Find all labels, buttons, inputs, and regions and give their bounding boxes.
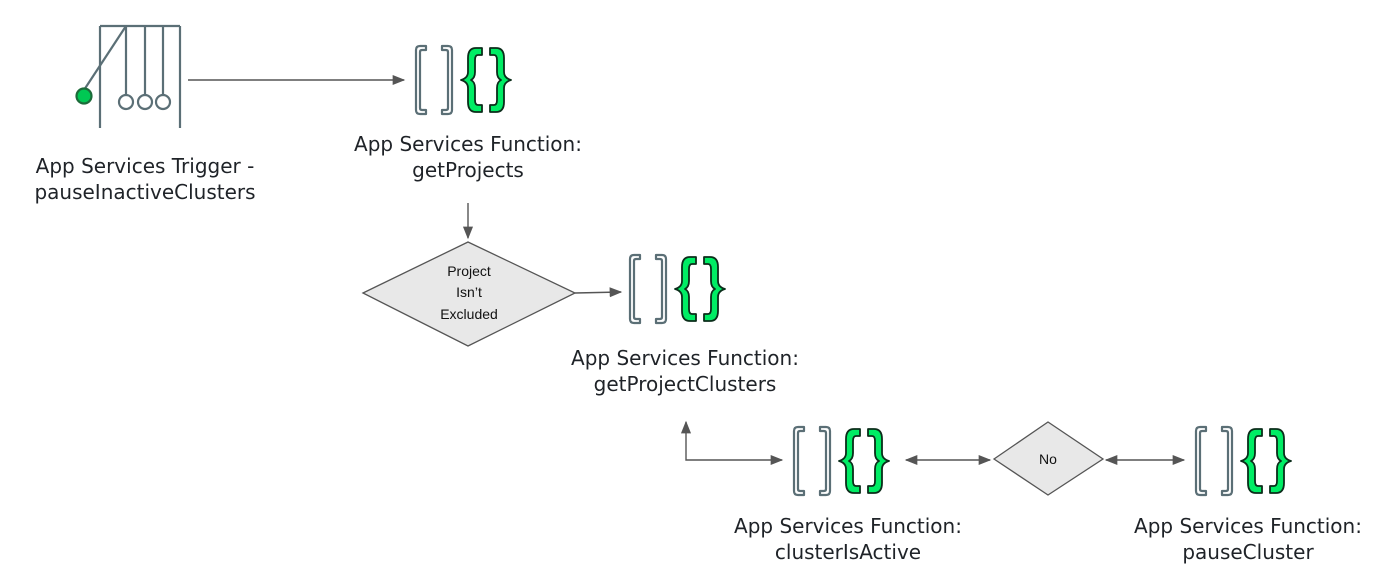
label-line: App Services Trigger - [35,154,255,178]
decision-label: Excluded [440,306,498,322]
function-braces-icon [792,425,891,497]
label-line: App Services Function: [354,132,582,156]
label-line: getProjectClusters [593,372,777,396]
label-line: getProjects [412,158,524,182]
function-braces-icon [414,44,513,116]
function-label-getprojects: App Services Function: getProjects [338,131,598,183]
function-label-getprojectclusters: App Services Function: getProjectCluster… [555,345,815,397]
newtons-cradle-icon [75,24,182,128]
label-line: App Services Function: [1134,514,1362,538]
decision-label: No [1039,451,1057,467]
label-line: pauseInactiveClusters [34,180,256,204]
function-label-pausecluster: App Services Function: pauseCluster [1118,513,1378,565]
function-braces-icon [1194,425,1293,497]
label-line: clusterIsActive [774,540,922,564]
label-line: pauseCluster [1182,540,1314,564]
connector-arrow [574,287,623,298]
decision-diamond-no [992,421,1105,496]
decision-label: Project [447,263,491,279]
function-braces-icon [628,253,727,325]
label-line: App Services Function: [734,514,962,538]
trigger-label: App Services Trigger - pauseInactiveClus… [20,153,270,205]
decision-label: Isn’t [456,284,482,300]
label-line: App Services Function: [571,346,799,370]
function-label-clusterisactive: App Services Function: clusterIsActive [718,513,978,565]
connector-arrow [680,420,784,466]
